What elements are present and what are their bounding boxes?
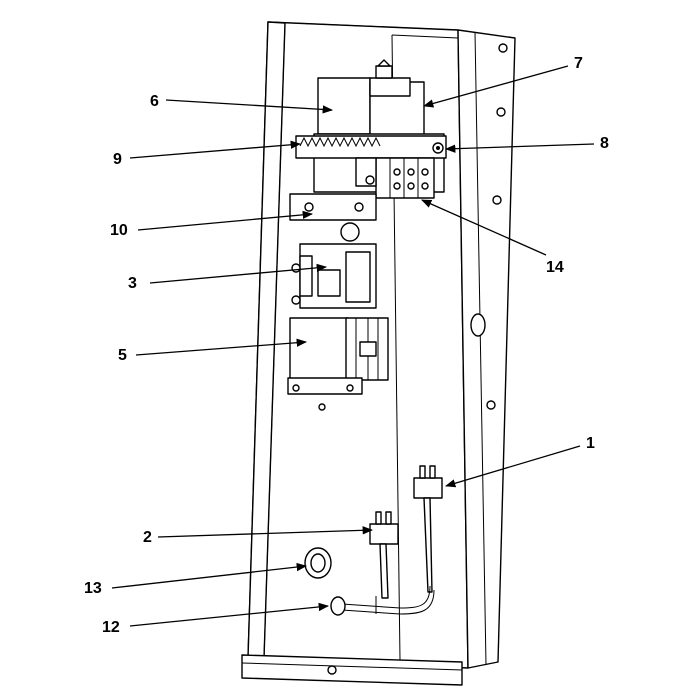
part-13-lamp bbox=[304, 547, 332, 579]
leader-9 bbox=[129, 140, 302, 159]
callout-7: 7 bbox=[574, 55, 583, 72]
leader-lines bbox=[111, 65, 595, 627]
leader-7 bbox=[422, 65, 569, 108]
callout-10: 10 bbox=[110, 222, 128, 239]
callout-8: 8 bbox=[600, 135, 609, 152]
callout-14: 14 bbox=[546, 259, 564, 276]
part-1-sensor bbox=[413, 465, 443, 593]
callout-9: 9 bbox=[113, 151, 122, 168]
part-2-sensor bbox=[369, 511, 399, 599]
leader-5 bbox=[135, 338, 308, 356]
part-14-terminal-block bbox=[355, 157, 435, 199]
leader-13 bbox=[111, 562, 308, 589]
tubing bbox=[341, 585, 435, 615]
callout-5: 5 bbox=[118, 347, 127, 364]
callout-6: 6 bbox=[150, 93, 159, 110]
leader-14 bbox=[421, 199, 547, 256]
part-8-screw bbox=[432, 142, 444, 154]
part-9-heat-sink bbox=[295, 135, 447, 159]
leader-3 bbox=[149, 263, 328, 284]
callout-labels: 1 2 3 5 6 7 8 9 10 12 13 14 bbox=[84, 55, 609, 636]
callout-13: 13 bbox=[84, 580, 102, 597]
leader-6 bbox=[165, 99, 334, 114]
part-5-contactor bbox=[287, 317, 389, 411]
part-12-grommet bbox=[330, 596, 346, 616]
leader-10 bbox=[137, 210, 314, 231]
leader-1 bbox=[445, 445, 581, 488]
leader-2 bbox=[157, 526, 374, 538]
leader-12 bbox=[129, 602, 330, 627]
callout-3: 3 bbox=[128, 275, 137, 292]
leader-8 bbox=[444, 143, 595, 153]
callout-12: 12 bbox=[102, 619, 120, 636]
callout-2: 2 bbox=[143, 529, 152, 546]
callout-1: 1 bbox=[586, 435, 595, 452]
part-10-bracket bbox=[289, 193, 377, 221]
part-3-relay bbox=[291, 222, 377, 309]
part-7-top-fitting bbox=[369, 59, 411, 97]
